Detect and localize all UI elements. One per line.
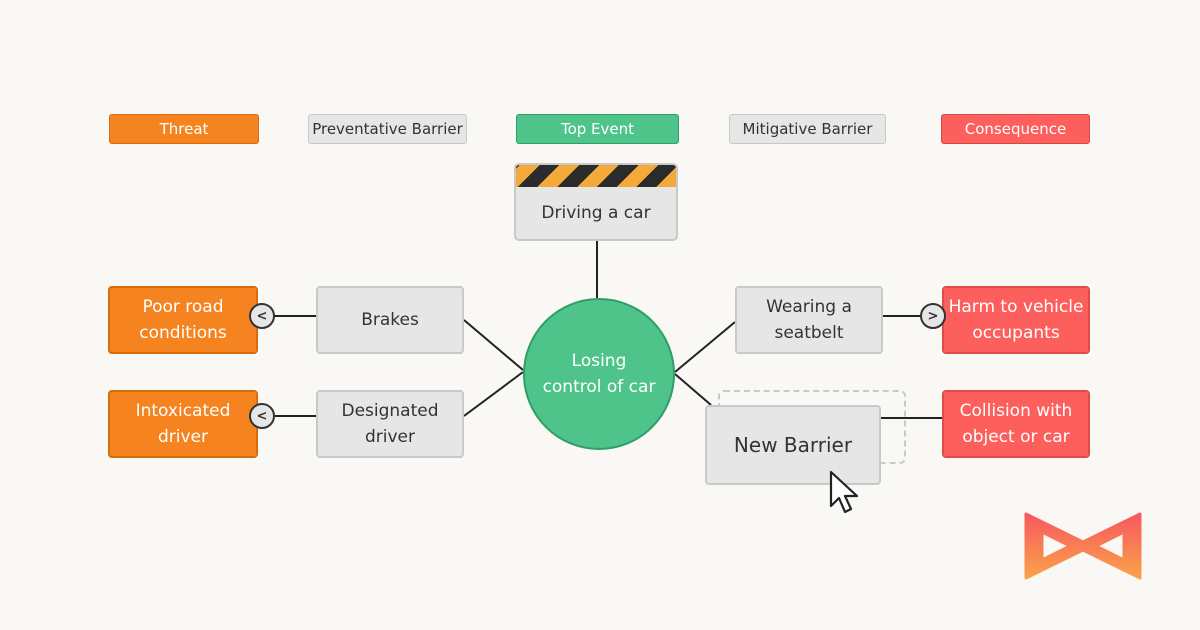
collapse-toggle-threat2-icon[interactable]: < (249, 403, 275, 429)
connector-brakes-top-event (463, 319, 524, 371)
threat-intoxicated-driver[interactable]: Intoxicated driver (108, 390, 258, 458)
mouse-pointer-icon (829, 470, 859, 514)
collapse-toggle-threat1-icon[interactable]: < (249, 303, 275, 329)
legend-threat: Threat (109, 114, 259, 144)
legend-preventative-barrier: Preventative Barrier (308, 114, 467, 144)
connector-top-event-new-barrier (674, 373, 712, 406)
hazard-node[interactable]: Driving a car (514, 163, 678, 241)
barrier-wearing-seatbelt[interactable]: Wearing a seatbelt (735, 286, 883, 354)
legend-mitigative-barrier: Mitigative Barrier (729, 114, 886, 144)
connector-designated-top-event (463, 371, 524, 417)
hazard-label: Driving a car (541, 203, 651, 223)
barrier-designated-driver[interactable]: Designated driver (316, 390, 464, 458)
barrier-brakes[interactable]: Brakes (316, 286, 464, 354)
threat-poor-road-conditions[interactable]: Poor road conditions (108, 286, 258, 354)
consequence-harm-to-occupants[interactable]: Harm to vehicle occupants (942, 286, 1090, 354)
collapse-toggle-consequence1-icon[interactable]: > (920, 303, 946, 329)
bowtie-logo-icon (1024, 512, 1142, 580)
consequence-collision[interactable]: Collision with object or car (942, 390, 1090, 458)
barrier-new-barrier[interactable]: New Barrier (705, 405, 881, 485)
hazard-stripes (516, 165, 676, 187)
legend-consequence: Consequence (941, 114, 1090, 144)
top-event-node[interactable]: Losing control of car (523, 298, 675, 450)
connector-top-event-seatbelt (674, 321, 736, 373)
legend-top-event: Top Event (516, 114, 679, 144)
